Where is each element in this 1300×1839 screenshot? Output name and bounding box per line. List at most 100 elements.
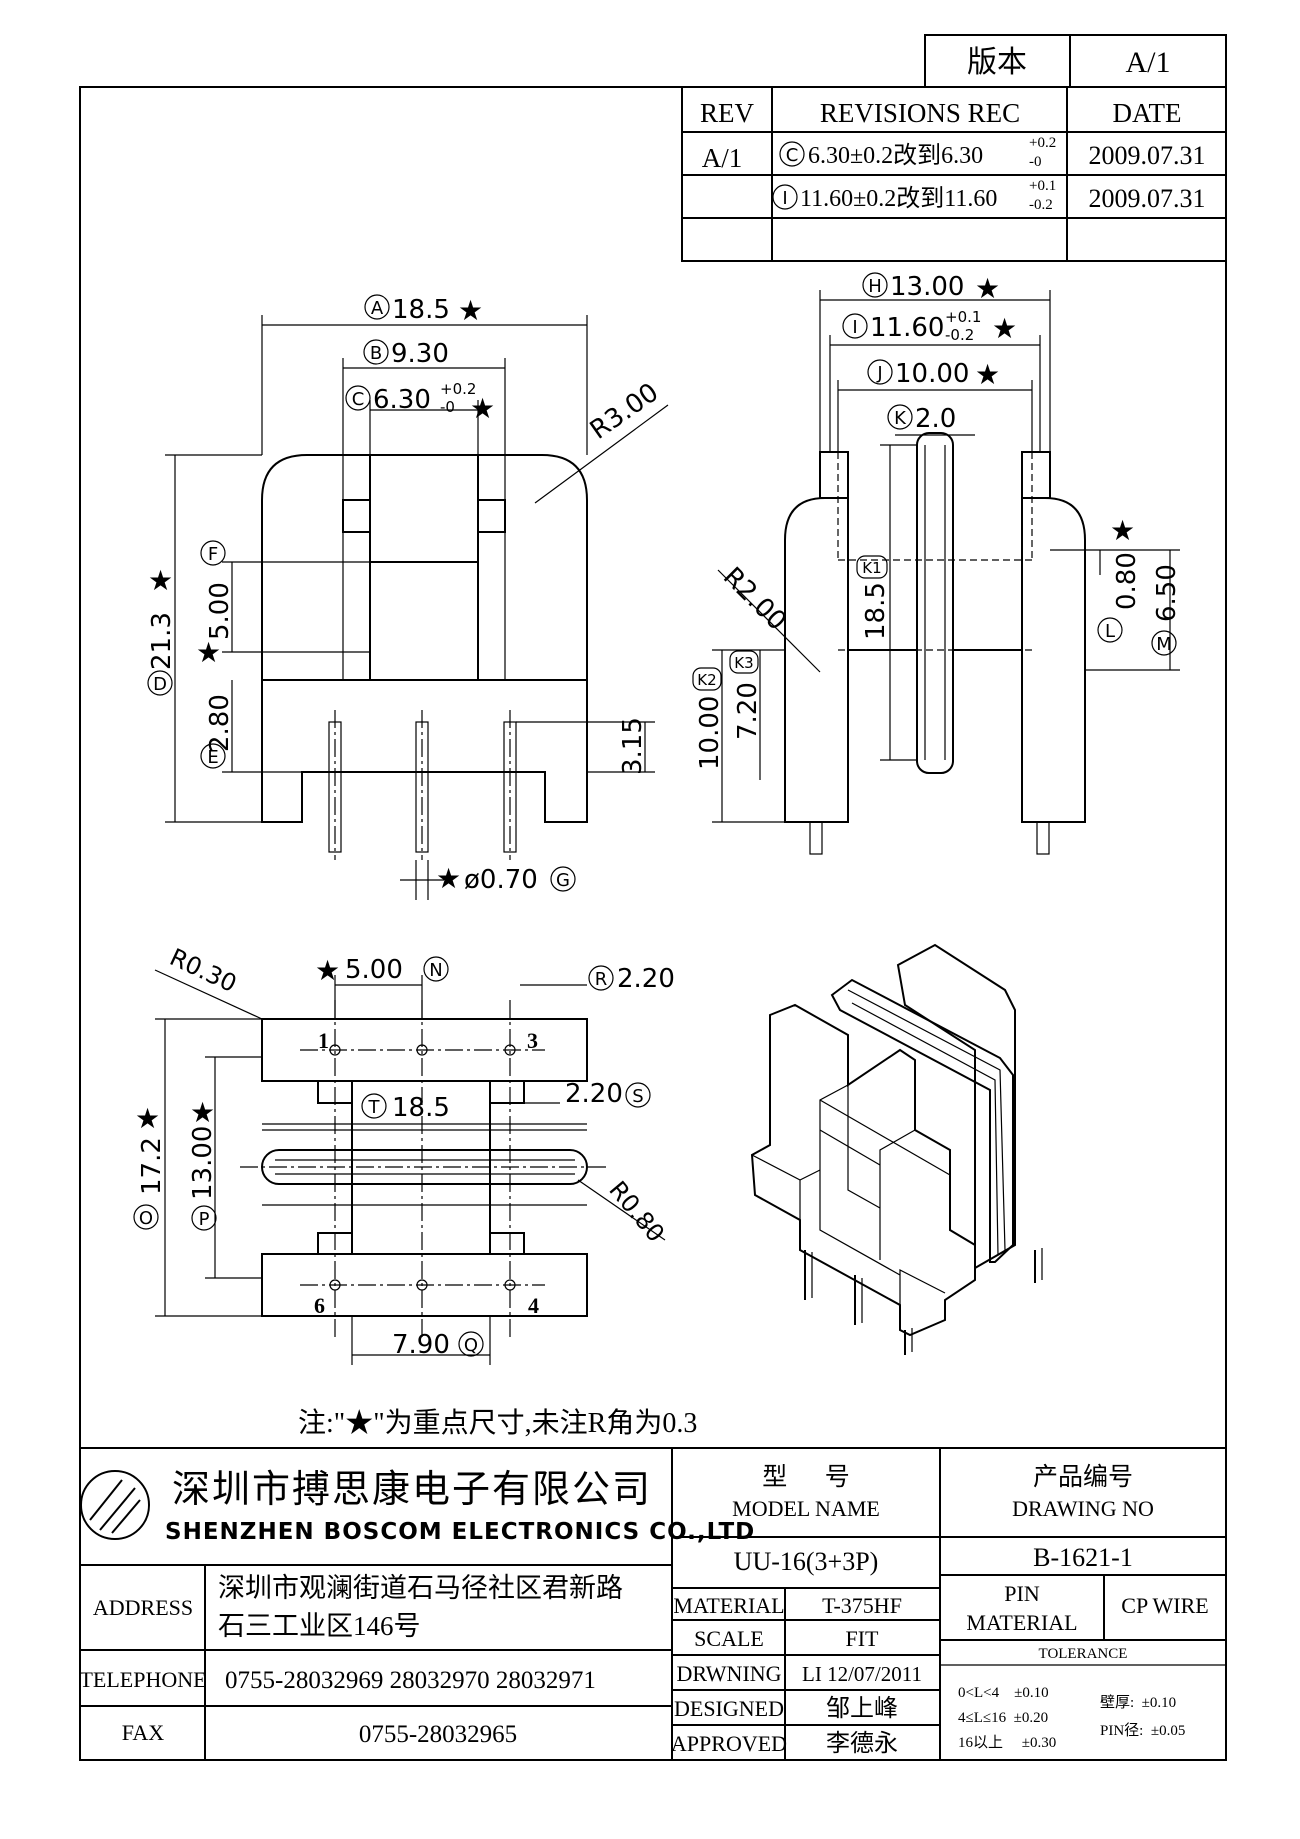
rev-row-2-date: 2009.07.31	[1089, 184, 1206, 213]
drawing-no-label-en: DRAWING NO	[1012, 1496, 1154, 1521]
dim-O-value: 17.2	[137, 1137, 167, 1195]
dim-O-letter: O	[139, 1208, 153, 1229]
rev-row-2-tol-hi: +0.1	[1029, 178, 1056, 194]
dim-P-letter: P	[199, 1209, 210, 1230]
drawing-no-label-cn: 产品编号	[1033, 1463, 1133, 1491]
bottom-view: 1 3 6 4 R0.30 ★ 5.00 N R 2.20 2.20 S T 1…	[133, 943, 675, 1365]
dim-I-letter: I	[852, 317, 857, 338]
dim-D-letter: D	[153, 674, 167, 695]
telephone-value: 0755-28032969 28032970 28032971	[225, 1667, 596, 1694]
material-label: MATERIAL	[673, 1593, 784, 1618]
dim-N-letter: N	[429, 960, 442, 981]
dim-r-bot1: R0.30	[165, 943, 240, 998]
pin-3-label: 3	[527, 1028, 538, 1053]
dim-C-letter: C	[352, 389, 365, 410]
material-value: T-375HF	[822, 1593, 902, 1618]
dim-T-value: 18.5	[392, 1093, 450, 1123]
dim-Q-value: 7.90	[392, 1330, 450, 1360]
scale-label: SCALE	[694, 1626, 764, 1651]
dim-C-tol-lo: -0	[440, 398, 455, 416]
dim-r-top: R3.00	[585, 378, 664, 446]
dim-C-star: ★	[470, 392, 495, 425]
dim-G-value: ø0.70	[464, 865, 538, 895]
front-view: A 18.5 ★ B 9.30 C 6.30 +0.2 -0 ★ R3.00 2…	[147, 294, 669, 900]
address-line-1: 深圳市观澜街道石马径社区君新路	[218, 1573, 623, 1603]
version-value: A/1	[1126, 46, 1171, 79]
dim-M-value: 6.50	[1152, 564, 1182, 622]
dim-LM-star: ★	[1110, 514, 1135, 547]
dim-r-bot2: R0.80	[603, 1176, 670, 1248]
drawing-note: 注:"★"为重点尺寸,未注R角为0.3	[298, 1407, 697, 1439]
dim-D-star: ★	[148, 564, 173, 597]
label-K2: K2	[697, 671, 716, 689]
dim-H-star: ★	[975, 272, 1000, 305]
version-block: 版本 A/1	[924, 34, 1227, 88]
dim-M-letter: M	[1156, 634, 1172, 655]
dim-P-value: 13.00	[188, 1126, 218, 1200]
company-name-en: SHENZHEN BOSCOM ELECTRONICS CO.,LTD	[165, 1519, 755, 1545]
dim-r-side: R2.00	[717, 562, 792, 637]
dim-F-value: 5.00	[205, 582, 235, 640]
rev-rec-header: REVISIONS REC	[820, 98, 1020, 128]
dim-L-letter: L	[1105, 621, 1115, 642]
dim-R-value: 2.20	[617, 964, 675, 994]
tolerance-row-1: 0<L<4 ±0.10	[958, 1685, 1049, 1701]
isometric-view	[750, 943, 1043, 1355]
revisions-table: REV REVISIONS REC DATE A/1 C 6.30±0.2改到6…	[681, 86, 1227, 262]
dim-C-value: 6.30	[373, 385, 431, 415]
drawing-no-value: B-1621-1	[1033, 1543, 1133, 1572]
rev-date-header: DATE	[1113, 98, 1182, 128]
dim-L-value: 0.80	[1112, 552, 1142, 610]
fax-label: FAX	[122, 1720, 164, 1745]
approved-value: 李德永	[826, 1730, 898, 1757]
rev-value: A/1	[702, 143, 743, 173]
rev-row-2-text: 11.60±0.2改到11.60	[800, 185, 997, 212]
pin-material-label-1: PIN	[1004, 1581, 1040, 1606]
dim-S-letter: S	[632, 1086, 643, 1107]
dim-D-value: 21.3	[147, 612, 177, 670]
title-block: 深圳市搏思康电子有限公司 SHENZHEN BOSCOM ELECTRONICS…	[79, 1447, 1226, 1760]
dim-F-star: ★	[196, 636, 221, 669]
dim-315-value: 3.15	[618, 717, 648, 775]
dim-A-letter: A	[371, 298, 384, 319]
address-label: ADDRESS	[93, 1595, 193, 1620]
dim-T-letter: T	[368, 1097, 381, 1118]
designed-label: DESIGNED	[674, 1696, 784, 1721]
rev-row-1-tag: C	[786, 145, 799, 166]
dim-N-star: ★	[315, 954, 340, 987]
pin-6-label: 6	[314, 1293, 325, 1318]
dim-G-star: ★	[436, 862, 461, 895]
dim-K3-value: 7.20	[733, 682, 763, 740]
dim-B-letter: B	[370, 343, 382, 364]
rev-row-1-date: 2009.07.31	[1089, 141, 1206, 170]
company-name-cn: 深圳市搏思康电子有限公司	[172, 1469, 652, 1511]
address-line-2: 石三工业区146号	[218, 1611, 421, 1641]
rev-row-1-tol-lo: -0	[1029, 154, 1042, 170]
dim-R-letter: R	[595, 969, 608, 990]
dim-E-letter: E	[207, 747, 218, 768]
dim-K2-value: 10.00	[695, 696, 725, 770]
telephone-label: TELEPHONE	[79, 1667, 206, 1692]
dim-P-star: ★	[190, 1096, 215, 1129]
dim-B-value: 9.30	[391, 339, 449, 369]
dim-O-star: ★	[135, 1102, 160, 1135]
dim-I-tol-lo: -0.2	[945, 326, 974, 344]
dim-K-letter: K	[894, 408, 907, 429]
dim-H-letter: H	[868, 276, 882, 297]
sheet-border	[79, 86, 1227, 1761]
tolerance-wall: 壁厚: ±0.10	[1100, 1694, 1176, 1711]
dim-F-letter: F	[208, 544, 218, 565]
dim-G-letter: G	[556, 870, 570, 891]
rev-row-1-text: 6.30±0.2改到6.30	[808, 142, 983, 169]
rev-row-1-tol-hi: +0.2	[1029, 135, 1056, 151]
side-view: H 13.00 ★ I 11.60 +0.1 -0.2 ★ J 10.00 ★ …	[692, 272, 1182, 855]
designed-value: 邹上峰	[826, 1695, 898, 1722]
dim-E-value: 2.80	[205, 694, 235, 752]
drawing-label: DRWNING	[676, 1661, 781, 1686]
dim-Q-letter: Q	[464, 1335, 478, 1356]
model-label-en: MODEL NAME	[732, 1496, 880, 1521]
company-logo	[80, 1470, 150, 1540]
dim-N-value: 5.00	[345, 955, 403, 985]
tolerance-pin: PIN径: ±0.05	[1100, 1722, 1185, 1739]
drawing-value: LI 12/07/2011	[802, 1662, 922, 1686]
